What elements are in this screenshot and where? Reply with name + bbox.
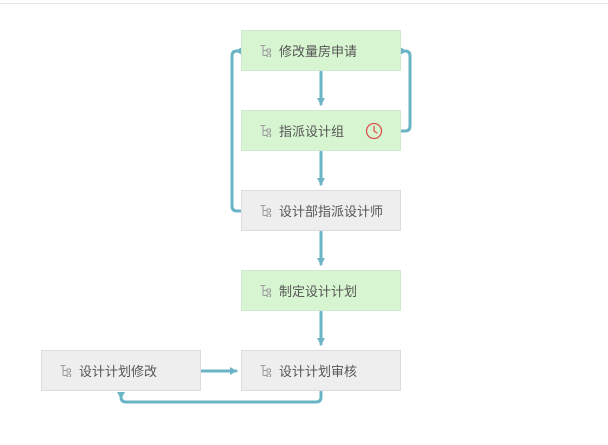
clock-icon xyxy=(365,122,383,140)
flow-node-modify-design-plan[interactable]: 设计计划修改 xyxy=(41,350,201,391)
flow-node-modify-measure-request[interactable]: 修改量房申请 xyxy=(241,30,401,71)
edge-n2-to-n1 xyxy=(399,47,412,133)
flow-node-review-design-plan[interactable]: 设计计划审核 xyxy=(241,350,401,391)
flow-node-make-design-plan[interactable]: 制定设计计划 xyxy=(241,270,401,311)
flow-node-dept-assign-designer[interactable]: 设计部指派设计师 xyxy=(241,190,401,231)
flow-node-label: 设计计划修改 xyxy=(79,365,158,380)
top-divider xyxy=(0,3,608,4)
flow-node-label: 制定设计计划 xyxy=(279,285,358,300)
flow-node-icon xyxy=(260,45,271,57)
flow-node-icon xyxy=(260,205,271,217)
flow-node-label: 指派设计组 xyxy=(279,125,345,140)
flow-node-icon xyxy=(260,365,271,377)
flow-node-icon xyxy=(260,285,271,297)
flow-node-label: 设计部指派设计师 xyxy=(279,205,384,220)
edge-n3-to-n1 xyxy=(230,47,242,213)
flow-node-icon xyxy=(260,125,271,137)
flow-node-label: 修改量房申请 xyxy=(279,45,358,60)
flow-node-icon xyxy=(60,365,71,377)
flow-node-assign-design-group[interactable]: 指派设计组 xyxy=(241,110,401,151)
flow-node-label: 设计计划审核 xyxy=(279,365,358,380)
edge-n6-to-n5 xyxy=(117,390,323,404)
